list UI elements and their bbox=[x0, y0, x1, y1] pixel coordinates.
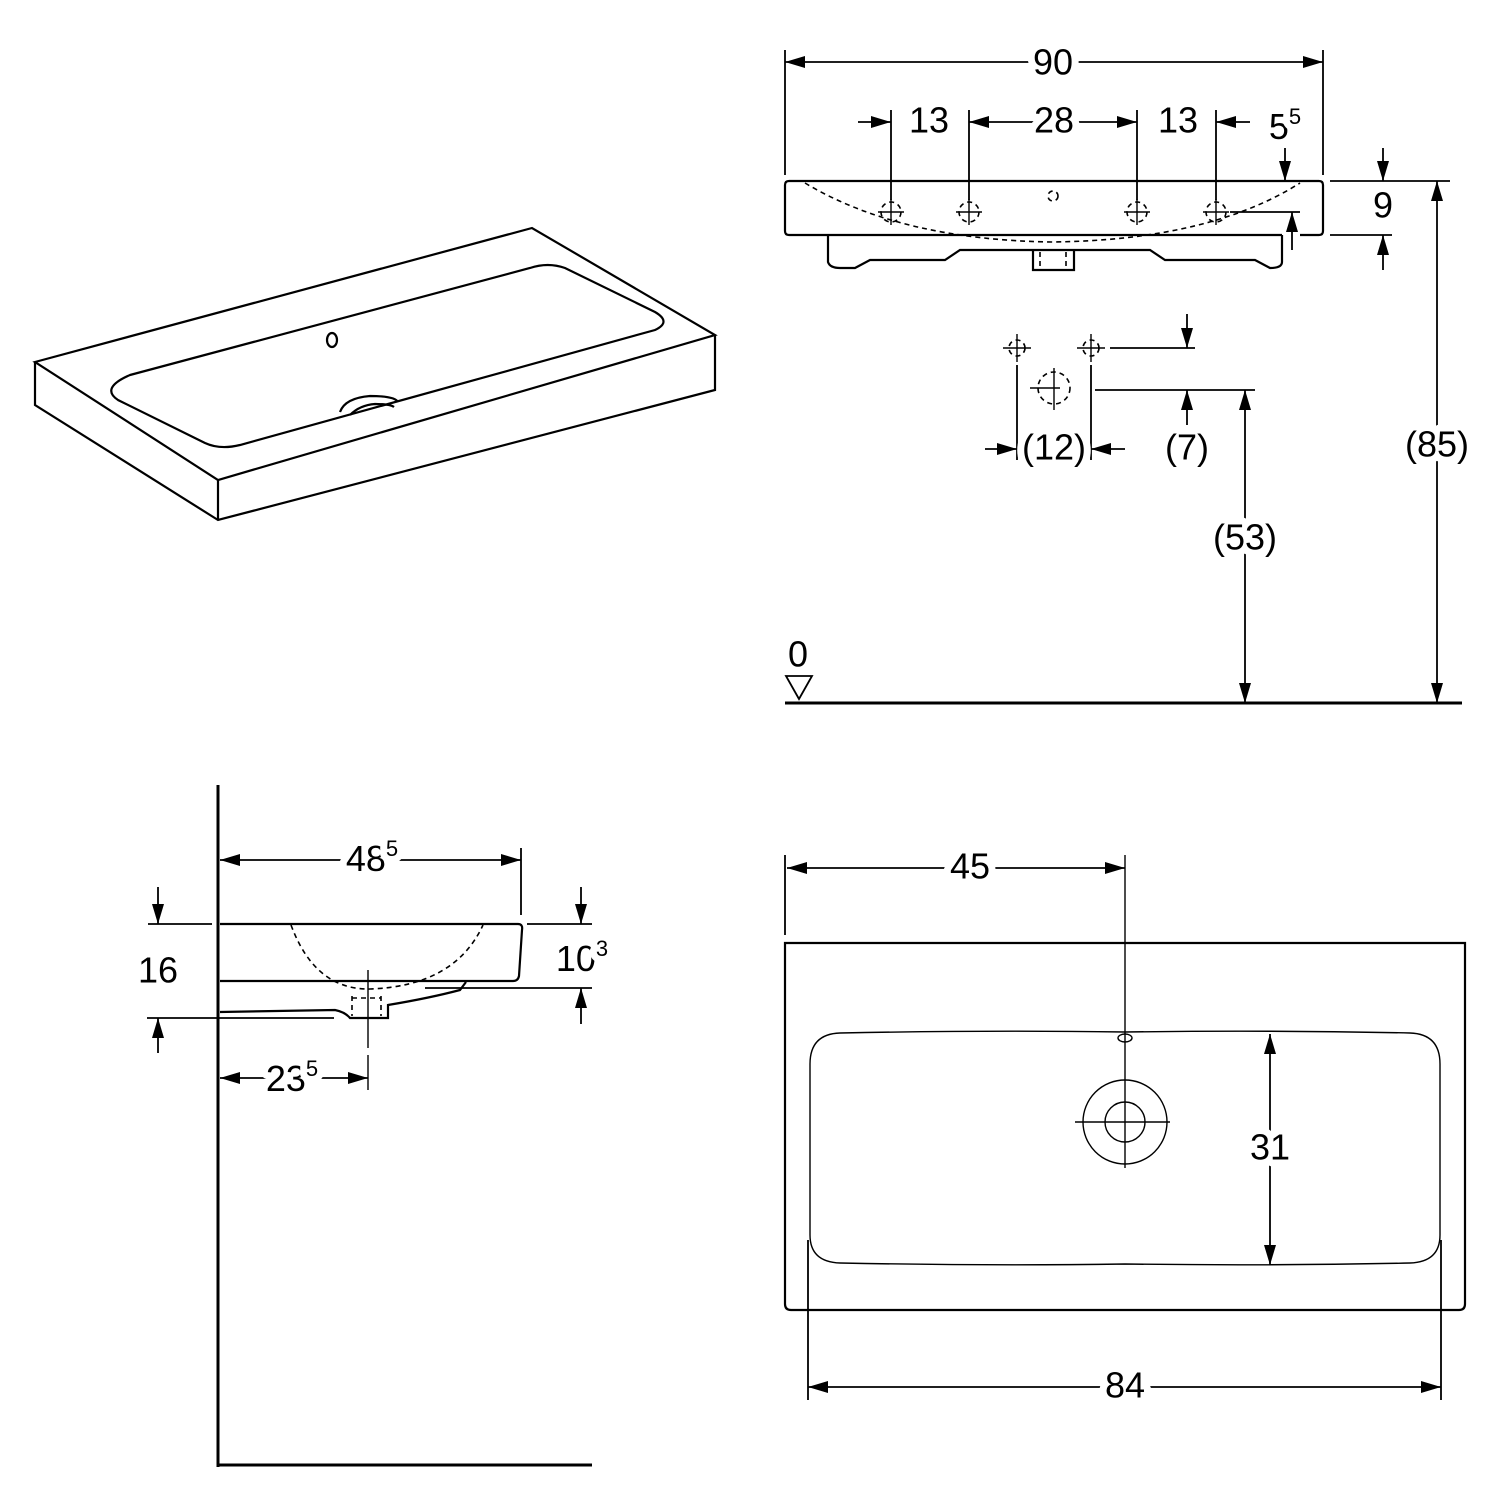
dim-waste-spacing: (12) bbox=[1022, 427, 1086, 468]
extension-lines bbox=[1016, 347, 1255, 460]
isometric-view bbox=[32, 226, 718, 522]
overflow-hole bbox=[325, 331, 339, 349]
basin-bowl-outline bbox=[110, 263, 665, 449]
dim-body-height: 103 bbox=[556, 936, 608, 979]
dim-overall-width: 90 bbox=[1033, 42, 1073, 83]
overflow-hidden-circle bbox=[1047, 190, 1059, 202]
floor-level-icon bbox=[784, 675, 814, 701]
tap-hole-icon bbox=[956, 199, 982, 225]
extension-lines bbox=[784, 855, 1442, 1400]
dim-total-height: (85) bbox=[1405, 424, 1469, 465]
basin-side-faces bbox=[33, 335, 717, 522]
tap-hole-icon bbox=[1124, 199, 1150, 225]
basin-front-body bbox=[783, 179, 1325, 237]
trap-outline bbox=[1031, 250, 1076, 272]
trap-hidden-lines bbox=[1039, 252, 1067, 268]
basin-underside bbox=[826, 235, 1284, 270]
bowl-hidden-line bbox=[290, 924, 484, 990]
drain-icon bbox=[1075, 855, 1170, 1168]
dim-drain-distance: 235 bbox=[266, 1056, 318, 1099]
side-view: 485 16 103 235 bbox=[131, 785, 615, 1467]
dim-edge-offset: 55 bbox=[1269, 104, 1301, 147]
tap-hole-icon bbox=[1203, 199, 1229, 225]
dim-depth: 485 bbox=[346, 836, 398, 879]
extension-lines bbox=[147, 848, 592, 1019]
dim-rim-height: 9 bbox=[1373, 185, 1393, 226]
extension-lines bbox=[784, 50, 1450, 236]
dim-basin-depth: 31 bbox=[1250, 1127, 1290, 1168]
floor-level-label: 0 bbox=[788, 634, 808, 675]
basin-top-face bbox=[32, 226, 718, 482]
basin-side-body bbox=[220, 922, 524, 983]
trap-hidden-line bbox=[351, 996, 382, 1016]
waste-fitting-marks bbox=[1003, 334, 1105, 410]
top-view: 45 31 84 bbox=[783, 839, 1467, 1413]
tap-holes bbox=[878, 199, 1229, 225]
dim-drain-offset: 45 bbox=[950, 846, 990, 887]
tap-hole-icon bbox=[878, 199, 904, 225]
basin-side-underside bbox=[219, 981, 467, 1020]
dim-basin-width: 84 bbox=[1105, 1365, 1145, 1406]
dim-waste-offset: (7) bbox=[1165, 427, 1209, 468]
front-view: 90 13 28 13 55 9 (12) (7) (53) (85) bbox=[781, 35, 1476, 705]
dim-overall-height: 16 bbox=[138, 950, 178, 991]
basin-outline bbox=[783, 941, 1467, 1312]
dim-tap-spacing-center: 28 bbox=[1034, 100, 1074, 141]
dim-waste-height: (53) bbox=[1213, 517, 1277, 558]
drain-hole bbox=[338, 394, 399, 416]
bowl-hidden-line bbox=[804, 182, 1301, 243]
dim-tap-spacing-right: 13 bbox=[1158, 100, 1198, 141]
dim-tap-spacing-left: 13 bbox=[909, 100, 949, 141]
